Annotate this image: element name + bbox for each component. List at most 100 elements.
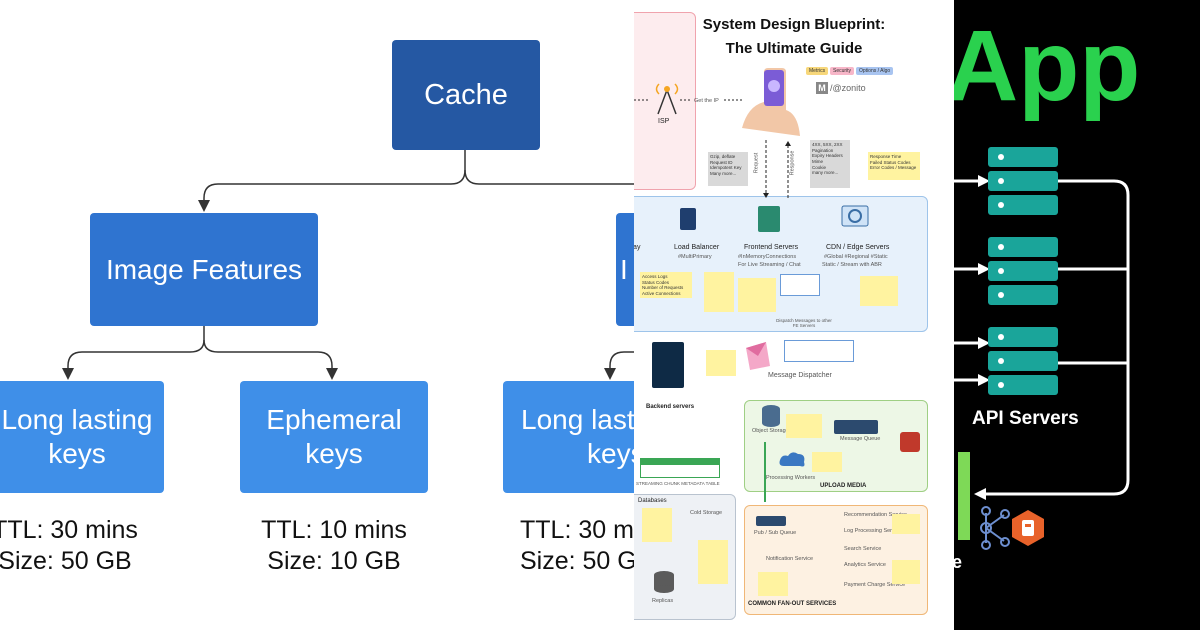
service-payment: Payment Charge Service [844, 582, 906, 588]
response-note: Cookie [812, 164, 827, 170]
lb-note [704, 272, 734, 312]
api-servers-panel: App [954, 0, 1200, 630]
replica-note [698, 540, 728, 584]
connector-to-ephemeral [203, 339, 333, 376]
response-note: 4XX, 5XX, 2XX [812, 142, 843, 147]
replicas-icon [654, 571, 674, 593]
long-lasting-keys-node: Long lasting keys [0, 381, 164, 493]
connector-to-third-leaf [609, 351, 634, 376]
long-lasting-2-line1: Long last [521, 404, 634, 436]
ephemeral-line2: keys [305, 438, 363, 469]
connector-root-to-second-node [464, 169, 634, 185]
databases-label: Databases [638, 498, 667, 504]
api-server-3-icon [988, 327, 1058, 395]
request-note: Idempotent Key [710, 165, 742, 171]
frontend-servers-label: Frontend Servers [744, 244, 799, 251]
ephemeral-size: Size: 10 GB [267, 547, 401, 576]
api-servers-label: API Servers [972, 408, 1079, 429]
tag-security: Security [830, 67, 855, 75]
ephemeral-keys-node: Ephemeral keys [240, 381, 428, 493]
second-level-label: I [620, 253, 628, 285]
gateway-note: Status Codes [642, 279, 670, 285]
processing-workers-label: Processing Workers [766, 475, 816, 481]
db-note [642, 508, 672, 542]
author-handle: /@zonito [830, 83, 866, 93]
isp-tower-icon [655, 83, 679, 115]
green-bar [958, 452, 970, 540]
cache-node: Cache [392, 40, 540, 150]
gateway-label: way [634, 244, 641, 251]
ip-arrows [634, 99, 742, 101]
blueprint-title-line1: System Design Blueprint: [702, 16, 886, 33]
long-lasting-stats: TTL: 30 mins Size: 50 GB [0, 515, 170, 578]
metadata-table [640, 458, 720, 478]
request-note: Many more... [710, 170, 737, 176]
fanout-note-2 [892, 560, 920, 584]
ephemeral-ttl: TTL: 10 mins [261, 516, 407, 544]
second-level-node: I [616, 213, 634, 326]
connector-to-long-lasting [67, 326, 205, 376]
tree-connectors [62, 150, 634, 380]
dispatcher-table [784, 340, 854, 362]
processed-storage-icon [900, 432, 920, 452]
long-lasting-line2: keys [48, 438, 106, 469]
client-region [634, 12, 696, 190]
cdn-label: CDN / Edge Servers [826, 244, 890, 251]
long-lasting-size: Size: 50 GB [0, 547, 132, 576]
kafka-icon [980, 506, 1010, 550]
connections-table [780, 274, 820, 296]
object-storage-icon [762, 405, 780, 427]
service-search: Search Service [844, 546, 882, 552]
fanout-note-1 [892, 514, 920, 534]
load-balancer-sub: #MultiPrimary [678, 254, 712, 260]
long-lasting-2-line2: keys [587, 438, 634, 469]
frontend-servers-sub: #InMemoryConnections [738, 254, 797, 260]
notification-service-label: Notification Service [766, 556, 814, 562]
frontend-servers-icon [758, 206, 780, 232]
message-queue-icon [834, 420, 878, 434]
notification-note [758, 572, 788, 596]
gateway-note: Number of Requests [642, 285, 684, 291]
upload-note [786, 414, 822, 438]
image-features-label: Image Features [105, 253, 303, 285]
metrics-note: Failed Status Codes [870, 159, 911, 165]
fanout-title: COMMON FAN-OUT SERVICES [748, 601, 837, 607]
metrics-notes: Response Time Failed Status Codes Error … [868, 152, 920, 180]
frontend-servers-sub2: For Live Streaming / Chat [738, 262, 801, 268]
service-recommendation: Recommendation Service [844, 512, 907, 518]
cdn-sub: #Global #Regional #Static [824, 254, 888, 260]
long-lasting-ttl: TTL: 30 mins [0, 516, 138, 544]
api-server-2-icon [988, 237, 1058, 305]
long-lasting-2-ttl: TTL: 30 m [520, 516, 634, 544]
get-ip-label: Get the IP [694, 98, 719, 104]
load-balancer-label: Load Balancer [674, 244, 720, 251]
connector-root-to-image-features [203, 150, 466, 210]
tag-metrics: Metrics [806, 67, 829, 75]
replicas-label: Replicas [652, 598, 674, 604]
long-lasting-keys-node-2: Long last keys [503, 381, 634, 493]
image-features-node: Image Features [90, 213, 318, 326]
api-server-1-icon [988, 147, 1058, 215]
response-label: Response [789, 150, 796, 176]
gateway-note: Active Connections [642, 290, 681, 296]
response-note: Expiry Headers [812, 153, 843, 159]
cache-tree-panel: Cache Image Features I Long lasting keys… [0, 40, 634, 578]
medium-logo-icon: M [816, 82, 828, 94]
message-dispatcher-label: Message Dispatcher [768, 372, 832, 379]
request-note: Gzip, deflate [710, 154, 736, 159]
service-analytics: Analytics Service [844, 562, 886, 568]
processing-workers-icon [779, 452, 805, 467]
request-note: Request ID [710, 159, 733, 165]
cache-node-label: Cache [424, 78, 508, 111]
object-storage-label: Object Storage [752, 428, 789, 434]
backend-note [706, 350, 736, 376]
cold-storage-label: Cold Storage [690, 510, 723, 516]
response-note: Pagination [812, 147, 834, 153]
message-queue-label: Message Queue [840, 436, 881, 442]
gateway-notes: Access Logs Status Codes Number of Reque… [640, 272, 692, 298]
server-arrows [954, 175, 1130, 500]
fe-note [738, 278, 776, 312]
request-label: Request [753, 152, 760, 174]
system-design-blueprint-panel: System Design Blueprint: The Ultimate Gu… [634, 0, 954, 630]
storage-hexagon-icon [1012, 510, 1044, 546]
